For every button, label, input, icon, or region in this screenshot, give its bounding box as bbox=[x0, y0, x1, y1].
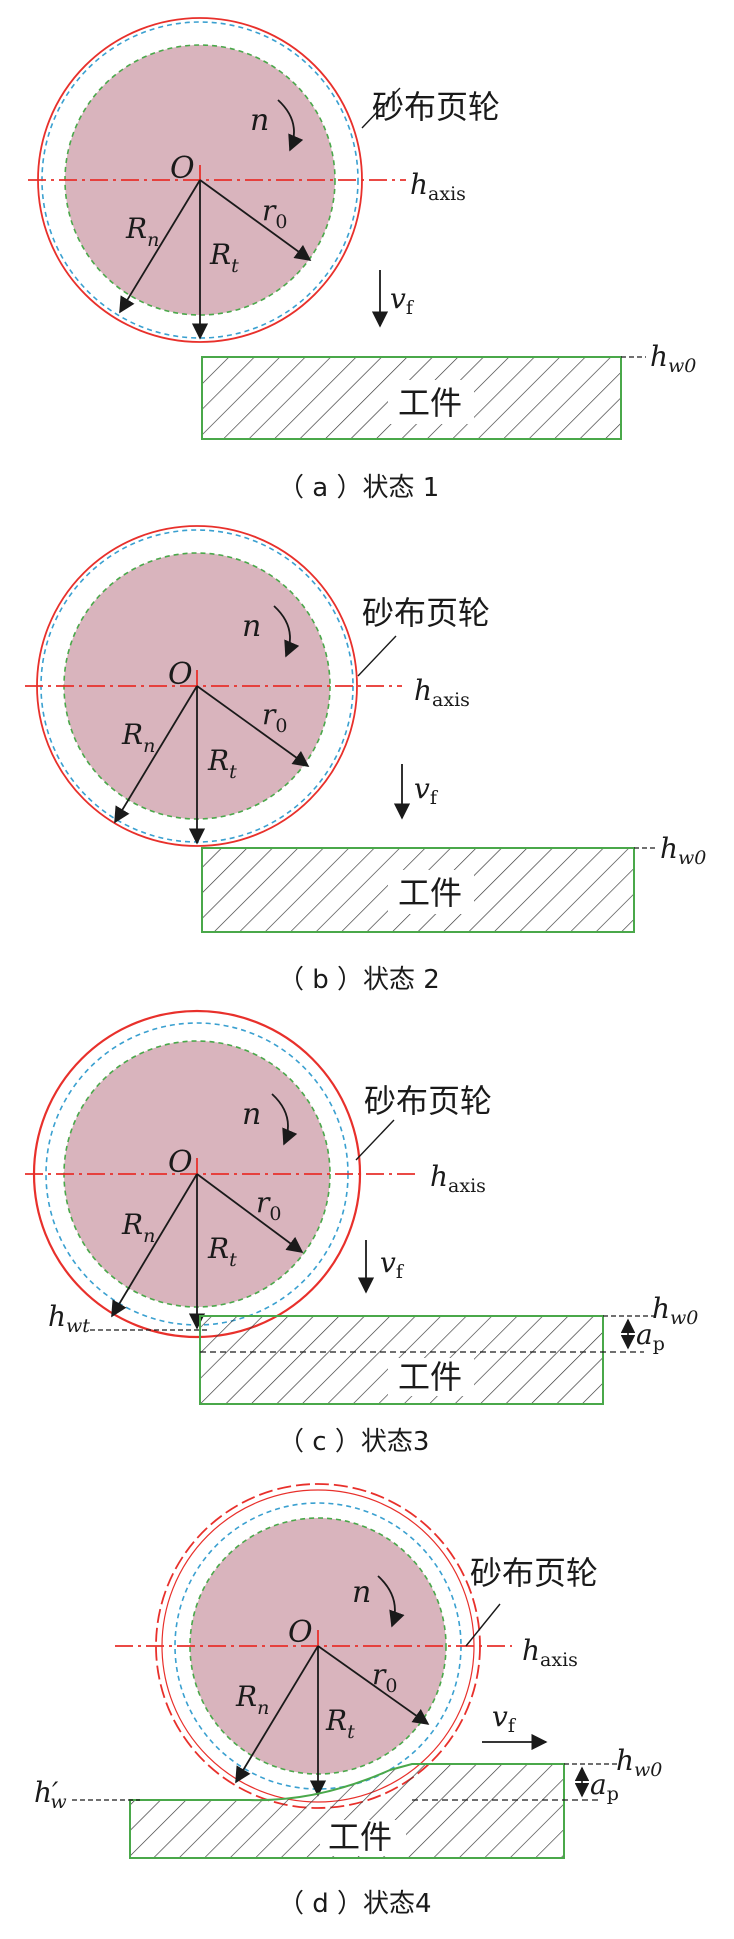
workpiece-label: 工件 bbox=[328, 1818, 392, 1856]
center-label: O bbox=[168, 657, 193, 692]
workpiece-label: 工件 bbox=[398, 874, 462, 912]
r0-label: r0 bbox=[262, 194, 287, 233]
r0-label: r0 bbox=[372, 1658, 397, 1697]
rt-label: Rt bbox=[207, 744, 237, 783]
hw0-label: hw0 bbox=[650, 340, 696, 377]
n-label: n bbox=[250, 103, 269, 138]
rotation-arrow bbox=[273, 605, 300, 658]
vf-label: vf bbox=[414, 772, 439, 809]
leader-line bbox=[361, 87, 401, 129]
r0-arrow bbox=[199, 179, 312, 261]
vf-label: vf bbox=[492, 1700, 517, 1737]
panel-a: O n r0 Rn Rt 砂布页轮 haxis vf hw0 工件 （ a ）状… bbox=[28, 17, 696, 503]
rotation-arrow bbox=[271, 1093, 298, 1146]
h-axis-label: haxis bbox=[430, 1160, 486, 1197]
r0-label: r0 bbox=[262, 698, 287, 737]
rt-label: Rt bbox=[209, 238, 239, 277]
rn-label: Rn bbox=[235, 1680, 269, 1719]
panel-d: O n r0 Rn Rt 砂布页轮 haxis vf hw0 ap h′w 工件… bbox=[34, 1483, 662, 1919]
rt-label: Rt bbox=[207, 1232, 237, 1271]
h-axis-label: haxis bbox=[522, 1634, 578, 1671]
r0-arrow bbox=[196, 1173, 304, 1253]
center-label: O bbox=[170, 151, 195, 186]
rn-label: Rn bbox=[121, 718, 155, 757]
leader-line bbox=[355, 1119, 395, 1161]
center-label: O bbox=[168, 1145, 193, 1180]
h-axis-label: haxis bbox=[410, 168, 466, 205]
r0-arrow bbox=[196, 685, 310, 767]
workpiece-label: 工件 bbox=[398, 1358, 462, 1396]
vf-label: vf bbox=[390, 282, 415, 319]
panel-c: O n r0 Rn Rt 砂布页轮 haxis vf hw0 ap hwt 工件… bbox=[25, 1009, 698, 1457]
vf-label: vf bbox=[380, 1246, 405, 1283]
rn-arrow bbox=[119, 179, 201, 314]
hwt-label: hwt bbox=[48, 1300, 90, 1337]
ap-label: ap bbox=[636, 1318, 665, 1355]
n-label: n bbox=[352, 1575, 371, 1610]
caption-d: （ d ）状态4 bbox=[278, 1889, 432, 1919]
wheel-name-label: 砂布页轮 bbox=[372, 88, 500, 126]
wheel-name-label: 砂布页轮 bbox=[362, 594, 490, 632]
ap-label: ap bbox=[590, 1768, 619, 1805]
hw-prime-label: h′w bbox=[34, 1776, 67, 1813]
hw0-label: hw0 bbox=[660, 832, 706, 869]
r0-arrow bbox=[317, 1645, 430, 1725]
caption-c: （ c ）状态3 bbox=[278, 1427, 429, 1457]
rn-arrow bbox=[111, 1173, 198, 1318]
caption-a: （ a ）状态 1 bbox=[278, 473, 439, 503]
n-label: n bbox=[242, 609, 261, 644]
wheel-name-label: 砂布页轮 bbox=[364, 1082, 492, 1120]
rn-arrow bbox=[114, 685, 198, 824]
n-label: n bbox=[242, 1097, 261, 1132]
rn-label: Rn bbox=[125, 212, 159, 251]
rotation-arrow bbox=[277, 99, 304, 152]
panel-b: O n r0 Rn Rt 砂布页轮 haxis vf hw0 工件 （ b ）状… bbox=[25, 525, 706, 995]
r0-label: r0 bbox=[256, 1186, 281, 1225]
workpiece bbox=[129, 1763, 565, 1859]
hw0-label: hw0 bbox=[652, 1292, 698, 1329]
hw0-label: hw0 bbox=[616, 1744, 662, 1781]
center-label: O bbox=[288, 1615, 313, 1650]
rn-arrow bbox=[235, 1645, 319, 1784]
rt-label: Rt bbox=[325, 1704, 355, 1743]
rotation-arrow bbox=[377, 1575, 405, 1628]
leader-line bbox=[465, 1603, 501, 1647]
h-axis-label: haxis bbox=[414, 674, 470, 711]
leader-line bbox=[357, 635, 397, 677]
workpiece-label: 工件 bbox=[398, 384, 462, 422]
caption-b: （ b ）状态 2 bbox=[278, 965, 440, 995]
rn-label: Rn bbox=[121, 1208, 155, 1247]
wheel-name-label: 砂布页轮 bbox=[470, 1554, 598, 1592]
